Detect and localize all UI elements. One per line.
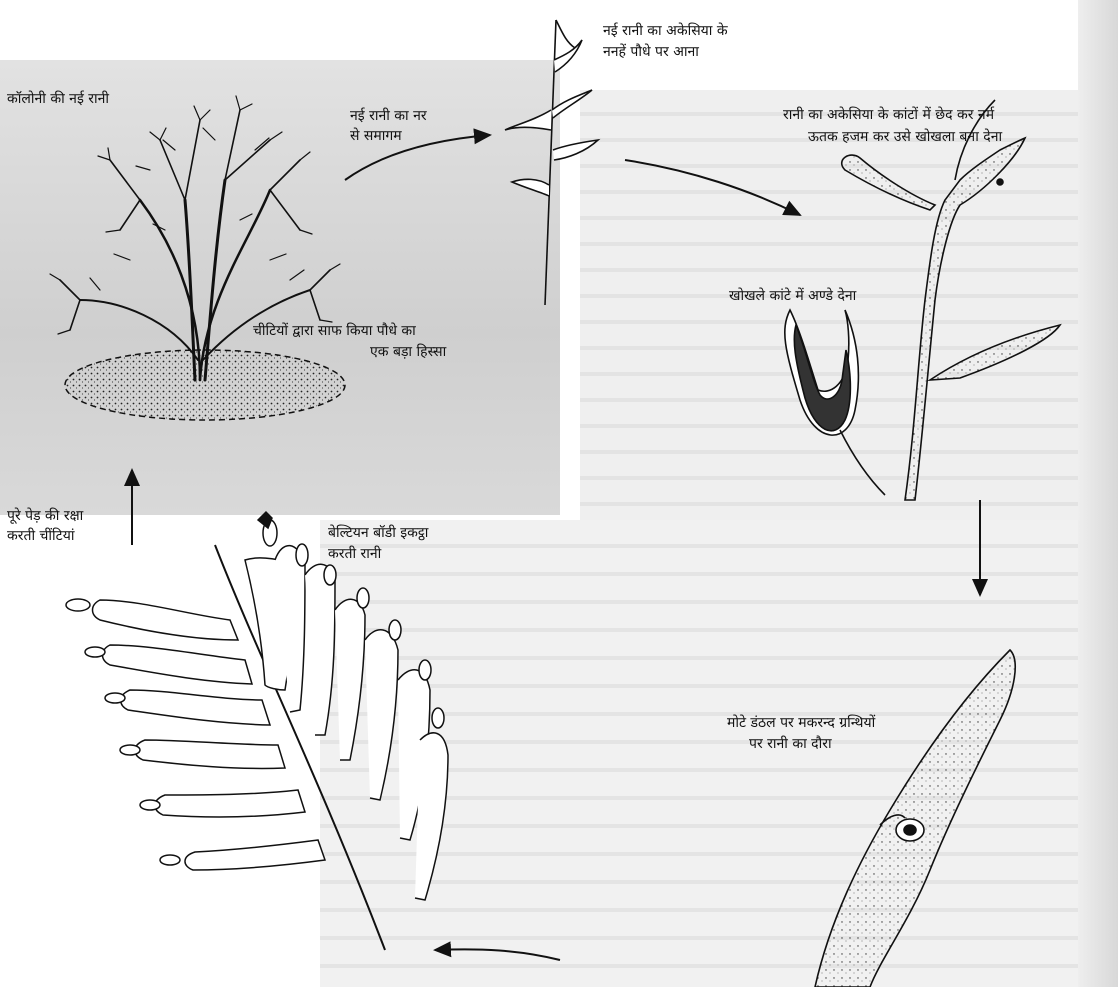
label-nectary-2: पर रानी का दौरा bbox=[749, 735, 832, 754]
label-protect-2: करती चींटियां bbox=[7, 527, 74, 546]
arrow-seedling-to-thorn bbox=[625, 160, 800, 215]
arrow-stalk-to-leaf bbox=[435, 949, 560, 960]
label-hollowing-1: रानी का अकेसिया के कांटों में छेद कर नर्… bbox=[783, 106, 994, 125]
label-arrival-2: ननहें पौधे पर आना bbox=[603, 43, 699, 62]
label-eggs: खोखले कांटे में अण्डे देना bbox=[729, 287, 856, 306]
cleared-ground-area bbox=[65, 350, 345, 420]
label-cleared-2: एक बड़ा हिस्सा bbox=[370, 343, 446, 362]
acacia-seedling bbox=[505, 20, 598, 305]
label-nectary-1: मोटे डंठल पर मकरन्द ग्रन्थियों bbox=[727, 714, 875, 733]
compound-leaf bbox=[66, 512, 448, 950]
hollow-thorn-branch bbox=[842, 100, 1060, 500]
label-hollowing-2: ऊतक हजम कर उसे खोखला बना देना bbox=[808, 128, 1002, 147]
thorn-with-eggs bbox=[785, 310, 885, 495]
label-beltian-1: बेल्टियन बॉडी इकट्ठा bbox=[328, 524, 428, 543]
label-protect-1: पूरे पेड़ की रक्षा bbox=[7, 507, 83, 526]
label-mating-1: नई रानी का नर bbox=[350, 107, 427, 126]
label-colony-queen: कॉलोनी की नई रानी bbox=[7, 90, 109, 109]
label-mating-2: से समागम bbox=[350, 127, 402, 146]
label-beltian-2: करती रानी bbox=[328, 545, 381, 564]
label-cleared-1: चीटियों द्वारा साफ किया पौधे का bbox=[253, 322, 416, 341]
nectary-stalk bbox=[815, 650, 1015, 987]
label-arrival-1: नई रानी का अकेसिया के bbox=[603, 22, 728, 41]
